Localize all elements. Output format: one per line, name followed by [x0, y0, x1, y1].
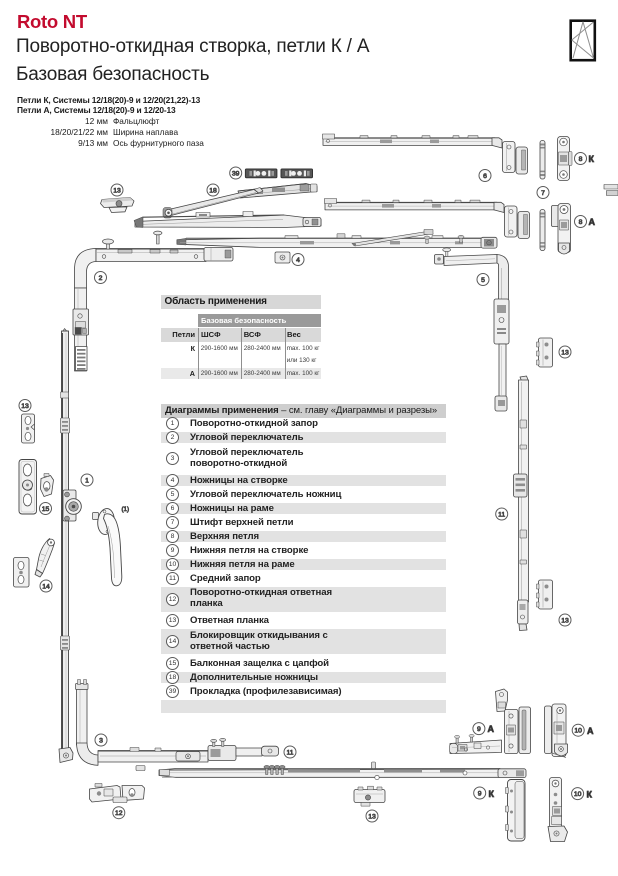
svg-text:8: 8 [579, 156, 583, 163]
svg-text:13: 13 [561, 349, 569, 356]
svg-text:9: 9 [477, 726, 481, 733]
svg-text:6: 6 [483, 173, 487, 180]
svg-text:А: А [589, 217, 596, 227]
svg-text:13: 13 [21, 403, 29, 410]
svg-text:18: 18 [209, 187, 217, 194]
svg-text:К: К [587, 789, 593, 799]
svg-text:13: 13 [561, 617, 569, 624]
svg-text:К: К [489, 789, 495, 799]
svg-text:А: А [488, 724, 495, 734]
svg-text:1: 1 [85, 477, 89, 484]
svg-text:10: 10 [574, 791, 582, 798]
svg-text:11: 11 [498, 511, 505, 518]
svg-text:10: 10 [574, 728, 582, 735]
svg-text:7: 7 [541, 190, 545, 197]
svg-text:11: 11 [286, 749, 293, 756]
svg-text:9: 9 [478, 790, 482, 797]
svg-text:12: 12 [115, 810, 123, 817]
svg-text:3: 3 [99, 737, 103, 744]
svg-text:13: 13 [113, 187, 121, 194]
svg-text:39: 39 [232, 170, 240, 177]
svg-text:К: К [589, 154, 595, 164]
svg-text:4: 4 [296, 257, 300, 264]
svg-text:14: 14 [42, 583, 50, 590]
svg-text:2: 2 [99, 275, 103, 282]
svg-text:(1): (1) [122, 506, 130, 513]
svg-text:15: 15 [42, 506, 50, 513]
svg-text:А: А [587, 726, 594, 736]
svg-text:8: 8 [579, 219, 583, 226]
svg-text:13: 13 [368, 813, 376, 820]
svg-text:5: 5 [481, 277, 485, 284]
